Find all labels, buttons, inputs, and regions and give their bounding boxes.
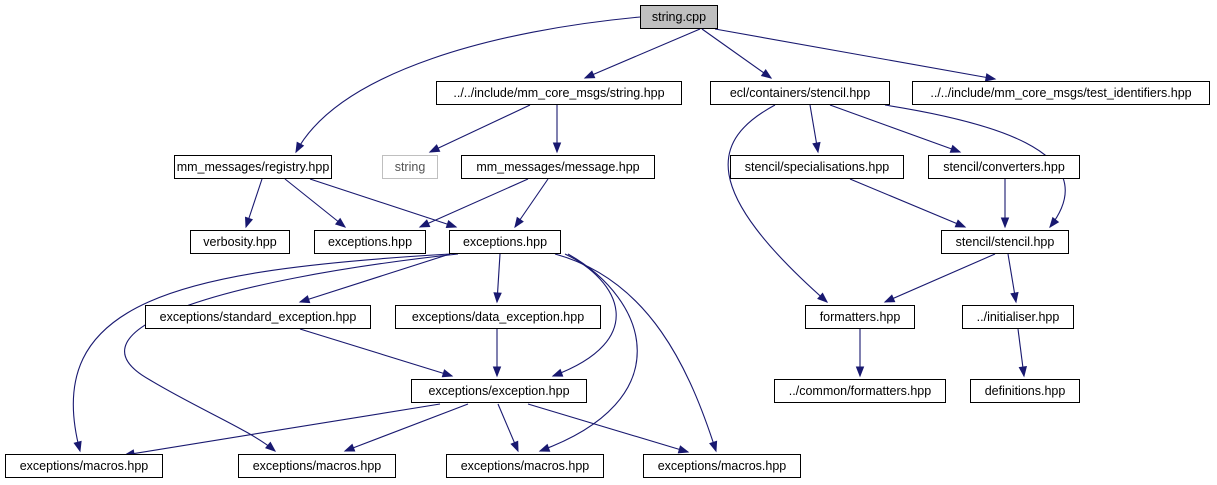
- dependency-edge: [554, 253, 717, 452]
- edge-arrowhead: [709, 440, 718, 453]
- dependency-edge: [884, 253, 996, 303]
- edge-arrowhead: [760, 69, 773, 79]
- dependency-edge: [429, 104, 531, 153]
- node-exceptions-macros-hpp-1[interactable]: exceptions/macros.hpp: [5, 454, 163, 478]
- node-std-string[interactable]: string: [382, 155, 438, 179]
- edge-arrowhead: [445, 220, 458, 229]
- dependency-edge: [295, 16, 641, 153]
- dependency-edge: [299, 253, 451, 303]
- node-stencil-specialisations-hpp[interactable]: stencil/specialisations.hpp: [730, 155, 904, 179]
- node-exceptions-macros-hpp-3[interactable]: exceptions/macros.hpp: [446, 454, 604, 478]
- edge-arrowhead: [295, 141, 305, 154]
- edge-arrowhead: [583, 70, 596, 79]
- dependency-edge: [884, 104, 1066, 228]
- dependency-edge: [344, 403, 469, 452]
- dependency-edge: [539, 253, 638, 452]
- dependency-edge: [299, 328, 453, 377]
- dependency-edge: [829, 104, 961, 153]
- dependency-edge: [284, 178, 346, 228]
- node-mm-messages-registry-hpp[interactable]: mm_messages/registry.hpp: [174, 155, 332, 179]
- edge-arrowhead: [265, 441, 277, 452]
- edge-arrowhead: [984, 73, 997, 82]
- edge-arrowhead: [677, 445, 690, 454]
- node-exceptions-macros-hpp-2[interactable]: exceptions/macros.hpp: [238, 454, 396, 478]
- dependency-edge: [72, 253, 451, 452]
- dependency-edge: [309, 178, 457, 228]
- dependency-edge: [849, 178, 966, 228]
- edge-arrowhead: [428, 144, 441, 153]
- node-exceptions-hpp-b[interactable]: exceptions.hpp: [449, 230, 561, 254]
- edge-arrowhead: [73, 440, 82, 453]
- edge-arrowhead: [1000, 217, 1010, 229]
- dependency-edge: [701, 28, 772, 79]
- node-standard-exception-hpp[interactable]: exceptions/standard_exception.hpp: [145, 305, 371, 329]
- edge-arrowhead: [492, 366, 502, 378]
- node-stencil-stencil-hpp[interactable]: stencil/stencil.hpp: [941, 230, 1069, 254]
- node-ecl-containers-stencil-hpp[interactable]: ecl/containers/stencil.hpp: [710, 81, 890, 105]
- dependency-edge: [514, 178, 549, 228]
- node-common-formatters-hpp[interactable]: ../common/formatters.hpp: [774, 379, 946, 403]
- node-exceptions-exception-hpp[interactable]: exceptions/exception.hpp: [411, 379, 587, 403]
- node-exceptions-macros-hpp-4[interactable]: exceptions/macros.hpp: [643, 454, 801, 478]
- node-data-exception-hpp[interactable]: exceptions/data_exception.hpp: [395, 305, 601, 329]
- edge-arrowhead: [343, 443, 356, 452]
- edge-arrowhead: [817, 292, 829, 303]
- node-formatters-hpp[interactable]: formatters.hpp: [805, 305, 915, 329]
- node-initialiser-hpp[interactable]: ../initialiser.hpp: [962, 305, 1074, 329]
- node-string-cpp[interactable]: string.cpp: [640, 5, 718, 29]
- edge-arrowhead: [510, 440, 519, 453]
- edge-arrowhead: [954, 219, 967, 228]
- node-verbosity-hpp[interactable]: verbosity.hpp: [190, 230, 290, 254]
- edge-arrowhead: [514, 216, 524, 229]
- edge-arrowhead: [441, 369, 454, 378]
- dependency-edge: [727, 104, 828, 303]
- edge-arrowhead: [418, 219, 431, 228]
- node-stencil-converters-hpp[interactable]: stencil/converters.hpp: [928, 155, 1080, 179]
- edge-arrowhead: [493, 292, 502, 304]
- edge-arrowhead: [552, 142, 562, 154]
- node-test-identifiers-hpp[interactable]: ../../include/mm_core_msgs/test_identifi…: [912, 81, 1210, 105]
- dependency-edge: [419, 178, 529, 228]
- edge-arrowhead: [551, 368, 564, 377]
- node-exceptions-hpp-a[interactable]: exceptions.hpp: [314, 230, 426, 254]
- edge-arrowhead: [1010, 291, 1019, 304]
- node-mm-core-msgs-string-hpp[interactable]: ../../include/mm_core_msgs/string.hpp: [436, 81, 682, 105]
- dependency-edge: [124, 253, 459, 452]
- edge-arrowhead: [812, 141, 821, 154]
- edge-arrowhead: [1018, 366, 1027, 378]
- edge-arrowhead: [334, 217, 347, 228]
- dependency-edge: [124, 403, 441, 456]
- dependency-edge: [527, 403, 689, 453]
- edge-arrowhead: [855, 366, 865, 378]
- node-mm-messages-message-hpp[interactable]: mm_messages/message.hpp: [461, 155, 655, 179]
- edge-arrowhead: [883, 294, 896, 303]
- edge-arrowhead: [244, 216, 254, 229]
- node-definitions-hpp[interactable]: definitions.hpp: [970, 379, 1080, 403]
- edge-arrowhead: [949, 144, 962, 153]
- dependency-edge: [714, 28, 996, 80]
- edge-arrowhead: [538, 443, 551, 452]
- edge-arrowhead: [298, 295, 311, 304]
- dependency-edge: [584, 28, 701, 79]
- edge-arrowhead: [1049, 216, 1060, 229]
